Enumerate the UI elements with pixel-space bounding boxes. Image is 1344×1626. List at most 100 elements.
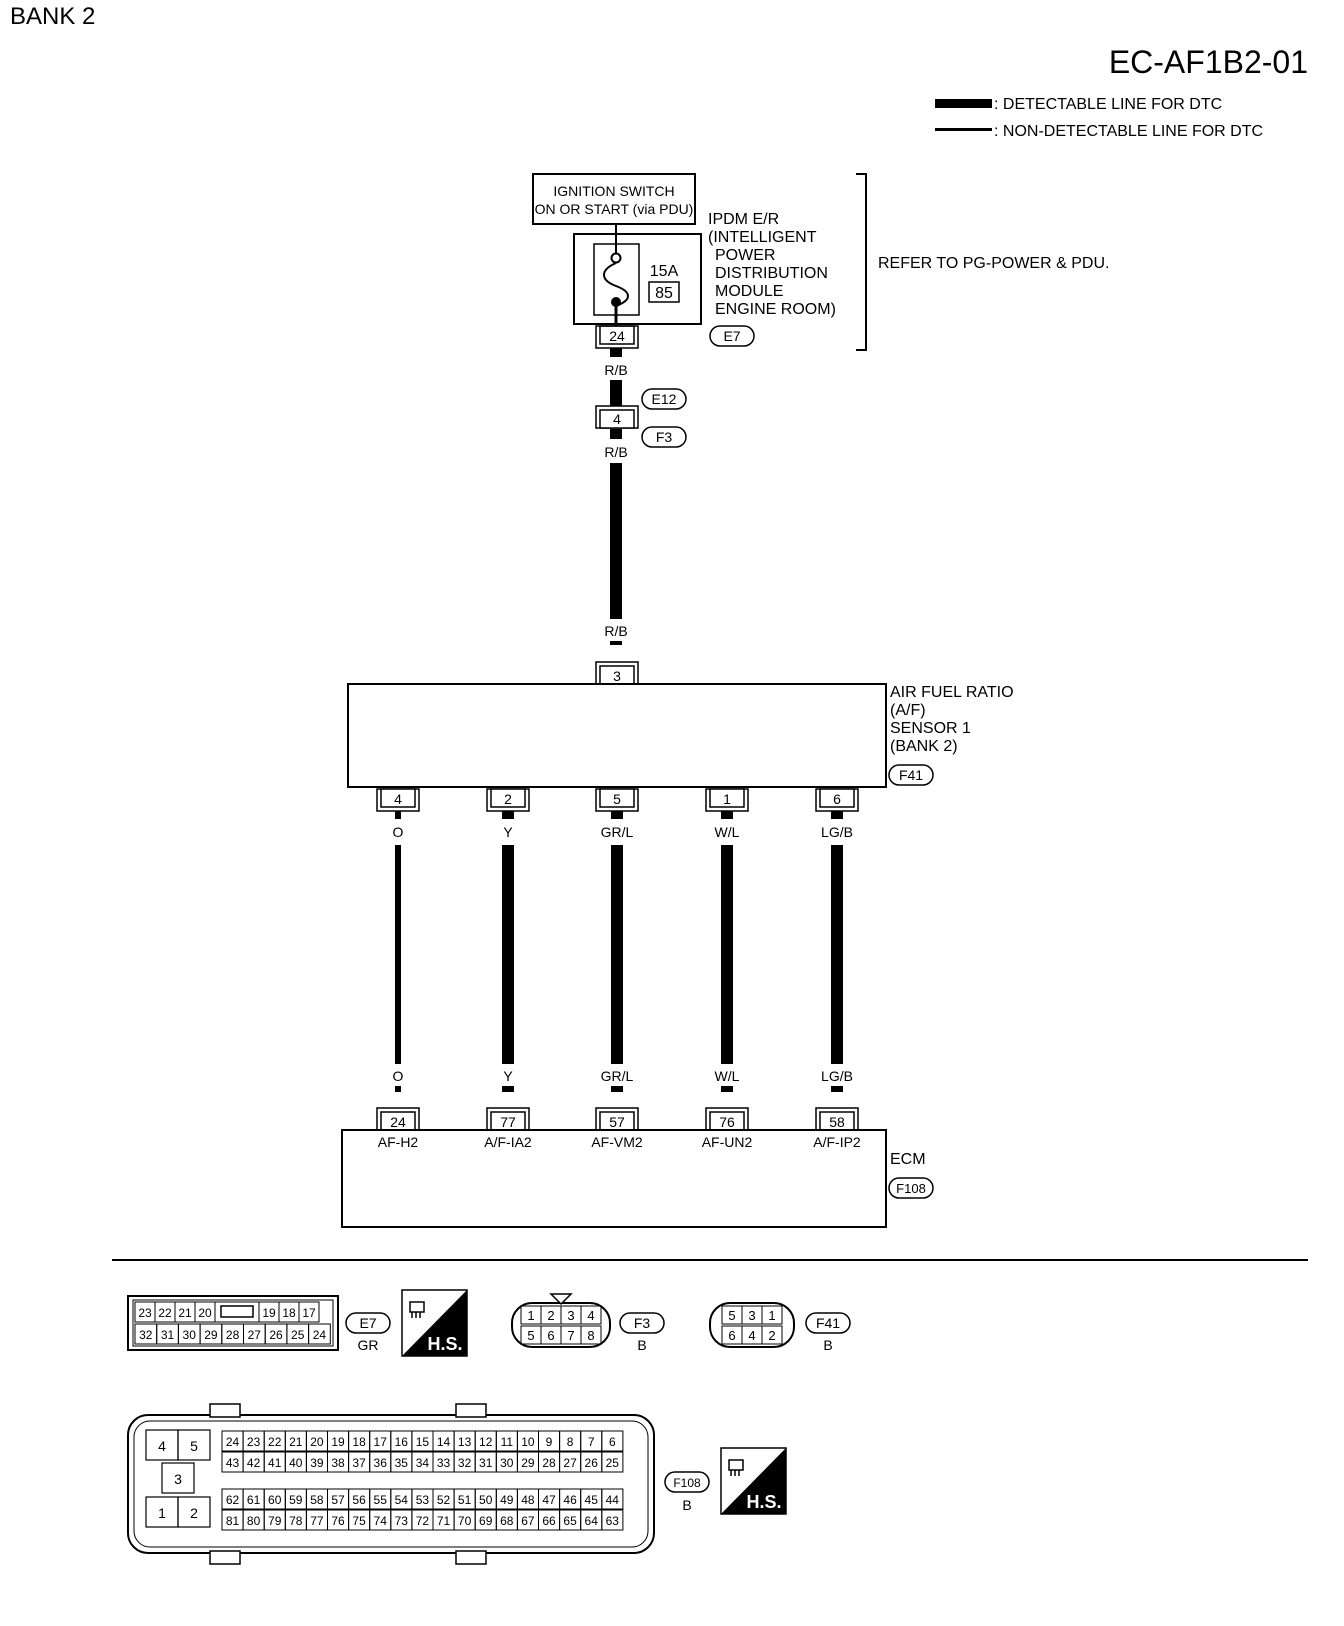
f108-cell: 9 — [538, 1430, 561, 1452]
f41-cell: 1 — [761, 1305, 783, 1325]
ipdm-line5: MODULE — [715, 283, 783, 300]
f108-pin: 49 — [500, 1493, 514, 1507]
f108-cell: 35 — [390, 1451, 413, 1473]
joint-pin: 4 — [613, 411, 621, 427]
e7-bottom-pin: 30 — [183, 1328, 197, 1342]
f108-pin: 8 — [567, 1435, 574, 1449]
f108-pin: 14 — [437, 1435, 451, 1449]
f108-pin: 43 — [226, 1456, 240, 1470]
ecm-signal-2: A/F-IA2 — [484, 1134, 532, 1150]
f108-pin: 52 — [437, 1493, 451, 1507]
f108-cell: 70 — [453, 1509, 476, 1531]
f108-pin: 15 — [416, 1435, 430, 1449]
ecm-pin-2: 77 — [500, 1114, 516, 1130]
f108-pin: 60 — [268, 1493, 282, 1507]
sensor-connector: F41 — [899, 767, 923, 783]
f3-pin: 8 — [587, 1328, 594, 1343]
f3-pin: 6 — [547, 1328, 554, 1343]
f108-pin: 72 — [416, 1514, 430, 1528]
f108-cell: 29 — [516, 1451, 540, 1473]
f108-cell: 15 — [411, 1430, 434, 1452]
f108-cell: 7 — [580, 1430, 603, 1452]
e7-bottom-pin: 26 — [269, 1328, 283, 1342]
f108-pin: 63 — [606, 1514, 620, 1528]
f108-left-pin: 3 — [174, 1471, 182, 1487]
f108-pin: 23 — [247, 1435, 261, 1449]
f108-pin: 51 — [458, 1493, 472, 1507]
e7-top-pin: 19 — [262, 1306, 276, 1320]
wire-color-top-3: GR/L — [601, 824, 634, 840]
f108-pin: 62 — [226, 1493, 240, 1507]
f108-cell: 48 — [516, 1488, 540, 1510]
f108-cell: 18 — [348, 1430, 371, 1452]
f41-pin: 2 — [768, 1328, 775, 1343]
f108-left-cell: 3 — [161, 1462, 195, 1494]
ecm-pin-5: 58 — [829, 1114, 845, 1130]
f108-cell: 26 — [580, 1451, 603, 1473]
f108-pin: 33 — [437, 1456, 451, 1470]
f108-pin: 74 — [374, 1514, 388, 1528]
f108-pin: 13 — [458, 1435, 472, 1449]
f108-left-cell: 4 — [145, 1429, 179, 1461]
f108-cell: 66 — [538, 1509, 561, 1531]
sensor-pin-3: 5 — [613, 791, 621, 807]
wire-line-2 — [502, 845, 514, 1064]
f108-cell: 51 — [453, 1488, 476, 1510]
f108-pin: 20 — [310, 1435, 324, 1449]
f108-pin: 76 — [331, 1514, 345, 1528]
sensor-pin-5: 6 — [833, 791, 841, 807]
f3-pin: 7 — [567, 1328, 574, 1343]
f108-cell: 69 — [474, 1509, 497, 1531]
f108-cell: 55 — [369, 1488, 392, 1510]
hs-label: H.S. — [427, 1334, 462, 1354]
ecm-label: ECM — [890, 1151, 926, 1168]
f108-pin: 21 — [289, 1435, 303, 1449]
power-wire — [610, 463, 622, 619]
f3-cell: 3 — [560, 1305, 582, 1325]
e7-bottom-pin: 29 — [204, 1328, 218, 1342]
f108-pin: 53 — [416, 1493, 430, 1507]
ipdm-line1: IPDM E/R — [708, 211, 779, 228]
f108-cell: 23 — [242, 1430, 265, 1452]
wire-color-bottom-1: O — [393, 1068, 404, 1084]
e7-bottom-cell: 31 — [156, 1323, 179, 1345]
f41-cell: 5 — [721, 1305, 743, 1325]
e7-top-pin: 21 — [178, 1306, 192, 1320]
e7-bottom-cell: 32 — [134, 1323, 158, 1345]
f108-pin: 81 — [226, 1514, 240, 1528]
f108-pin: 69 — [479, 1514, 493, 1528]
f108-left-cell: 5 — [177, 1429, 211, 1461]
e7-top-cell: 17 — [298, 1301, 320, 1323]
f108-cell: 61 — [242, 1488, 265, 1510]
f108-cell: 37 — [348, 1451, 371, 1473]
f108-pin: 58 — [310, 1493, 324, 1507]
f108-left-cell: 1 — [145, 1496, 179, 1528]
ecm-signal-1: AF-H2 — [378, 1134, 419, 1150]
f108-cell: 71 — [432, 1509, 455, 1531]
f108-cell: 46 — [559, 1488, 582, 1510]
f108-cell: 81 — [221, 1509, 244, 1531]
power-wire-color-3: R/B — [604, 623, 627, 639]
f108-left-pin: 2 — [190, 1505, 198, 1521]
fuse-amp: 15A — [650, 263, 679, 280]
f41-pin: 1 — [768, 1308, 775, 1323]
f108-pin: 29 — [521, 1456, 535, 1470]
f108-cell: 45 — [580, 1488, 603, 1510]
f108-cell: 52 — [432, 1488, 455, 1510]
f108-cell: 42 — [242, 1451, 265, 1473]
e7-top-cell — [214, 1301, 260, 1323]
f108-pin: 70 — [458, 1514, 472, 1528]
f108-cell: 21 — [284, 1430, 307, 1452]
f3-cell: 2 — [540, 1305, 562, 1325]
e7-top-pin: 18 — [282, 1306, 296, 1320]
hs-label-2: H.S. — [746, 1492, 781, 1512]
f108-cell: 22 — [263, 1430, 286, 1452]
f108-cell: 68 — [495, 1509, 518, 1531]
e7-top-pin: 17 — [302, 1306, 316, 1320]
f108-pin: 45 — [585, 1493, 599, 1507]
f108-cell: 44 — [601, 1488, 624, 1510]
ecm-box — [341, 1129, 887, 1228]
f3-cell: 7 — [560, 1325, 582, 1345]
sensor-pin-2: 2 — [504, 791, 512, 807]
